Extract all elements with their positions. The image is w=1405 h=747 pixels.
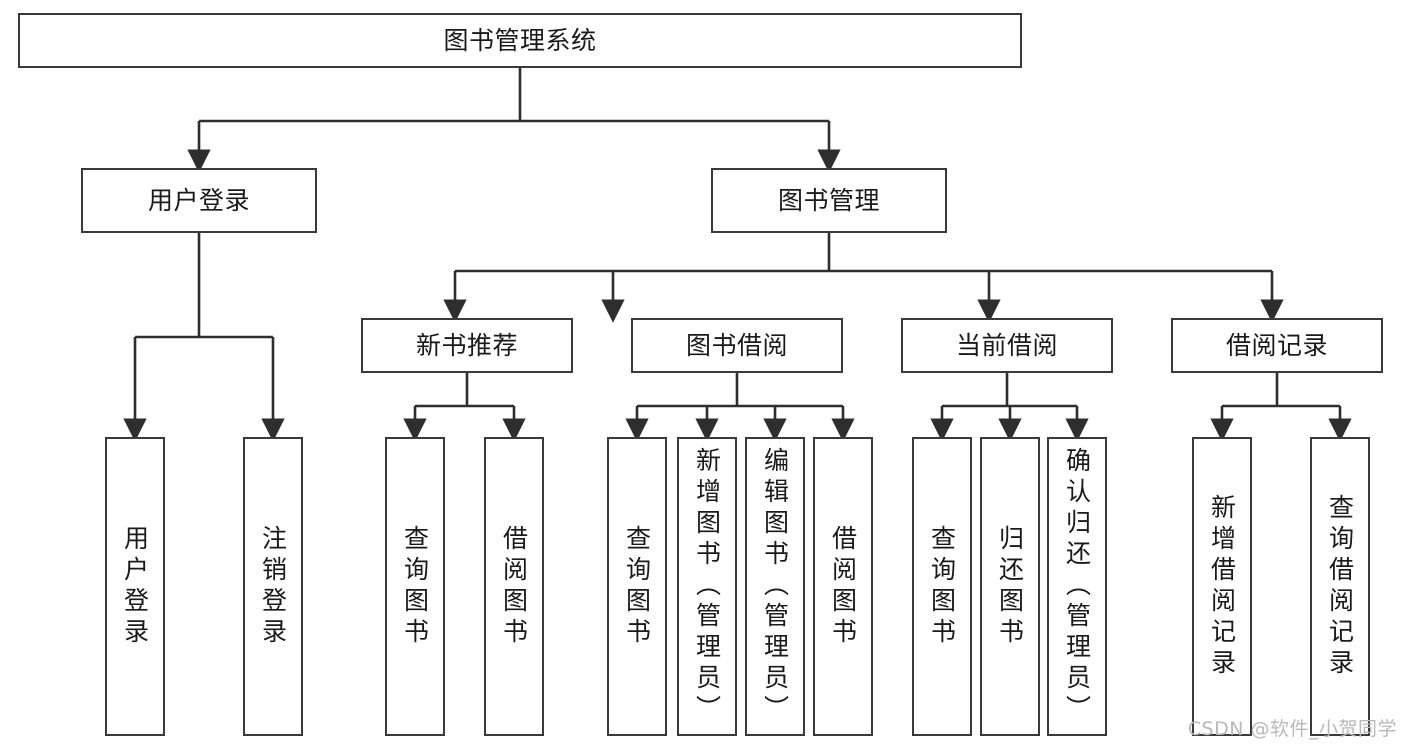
node-new-book-recommend-label: 新书推荐 <box>415 330 518 360</box>
leaf-return-book-label: 归还图书 <box>995 524 1025 649</box>
leaf-query-book-3-label: 查询图书 <box>927 524 957 649</box>
leaf-user-login[interactable]: 用户登录 <box>105 437 165 736</box>
leaf-add-book-label: 新增图书（管理员） <box>692 447 722 726</box>
leaf-edit-book[interactable]: 编辑图书（管理员） <box>745 437 805 736</box>
node-book-manage[interactable]: 图书管理 <box>711 168 947 233</box>
node-current-borrow-label: 当前借阅 <box>955 330 1058 360</box>
node-book-manage-label: 图书管理 <box>777 185 880 215</box>
node-book-borrow[interactable]: 图书借阅 <box>631 318 843 373</box>
leaf-query-record[interactable]: 查询借阅记录 <box>1310 437 1370 736</box>
leaf-confirm-return[interactable]: 确认归还（管理员） <box>1047 437 1107 736</box>
leaf-user-logout[interactable]: 注销登录 <box>243 437 303 736</box>
leaf-add-record-label: 新增借阅记录 <box>1207 493 1237 680</box>
node-root-label: 图书管理系统 <box>443 25 597 55</box>
node-root[interactable]: 图书管理系统 <box>18 13 1022 68</box>
node-book-borrow-label: 图书借阅 <box>685 330 788 360</box>
leaf-borrow-book-2-label: 借阅图书 <box>828 524 858 649</box>
leaf-query-record-label: 查询借阅记录 <box>1325 493 1355 680</box>
leaf-add-record[interactable]: 新增借阅记录 <box>1192 437 1252 736</box>
leaf-query-book-1-label: 查询图书 <box>400 524 430 649</box>
node-borrow-record-label: 借阅记录 <box>1225 330 1328 360</box>
leaf-user-login-label: 用户登录 <box>120 524 150 649</box>
node-user-login[interactable]: 用户登录 <box>81 168 317 233</box>
leaf-return-book[interactable]: 归还图书 <box>980 437 1040 736</box>
leaf-edit-book-label: 编辑图书（管理员） <box>760 447 790 726</box>
leaf-user-logout-label: 注销登录 <box>258 524 288 649</box>
node-borrow-record[interactable]: 借阅记录 <box>1171 318 1383 373</box>
leaf-query-book-1[interactable]: 查询图书 <box>385 437 445 736</box>
leaf-borrow-book-1-label: 借阅图书 <box>499 524 529 649</box>
leaf-query-book-2[interactable]: 查询图书 <box>607 437 667 736</box>
watermark: CSDN @软件_小贺同学 <box>1187 718 1397 740</box>
node-user-login-label: 用户登录 <box>147 185 250 215</box>
leaf-borrow-book-1[interactable]: 借阅图书 <box>484 437 544 736</box>
leaf-borrow-book-2[interactable]: 借阅图书 <box>813 437 873 736</box>
node-current-borrow[interactable]: 当前借阅 <box>901 318 1113 373</box>
leaf-confirm-return-label: 确认归还（管理员） <box>1062 447 1092 726</box>
leaf-query-book-3[interactable]: 查询图书 <box>912 437 972 736</box>
leaf-add-book[interactable]: 新增图书（管理员） <box>677 437 737 736</box>
leaf-query-book-2-label: 查询图书 <box>622 524 652 649</box>
node-new-book-recommend[interactable]: 新书推荐 <box>361 318 573 373</box>
